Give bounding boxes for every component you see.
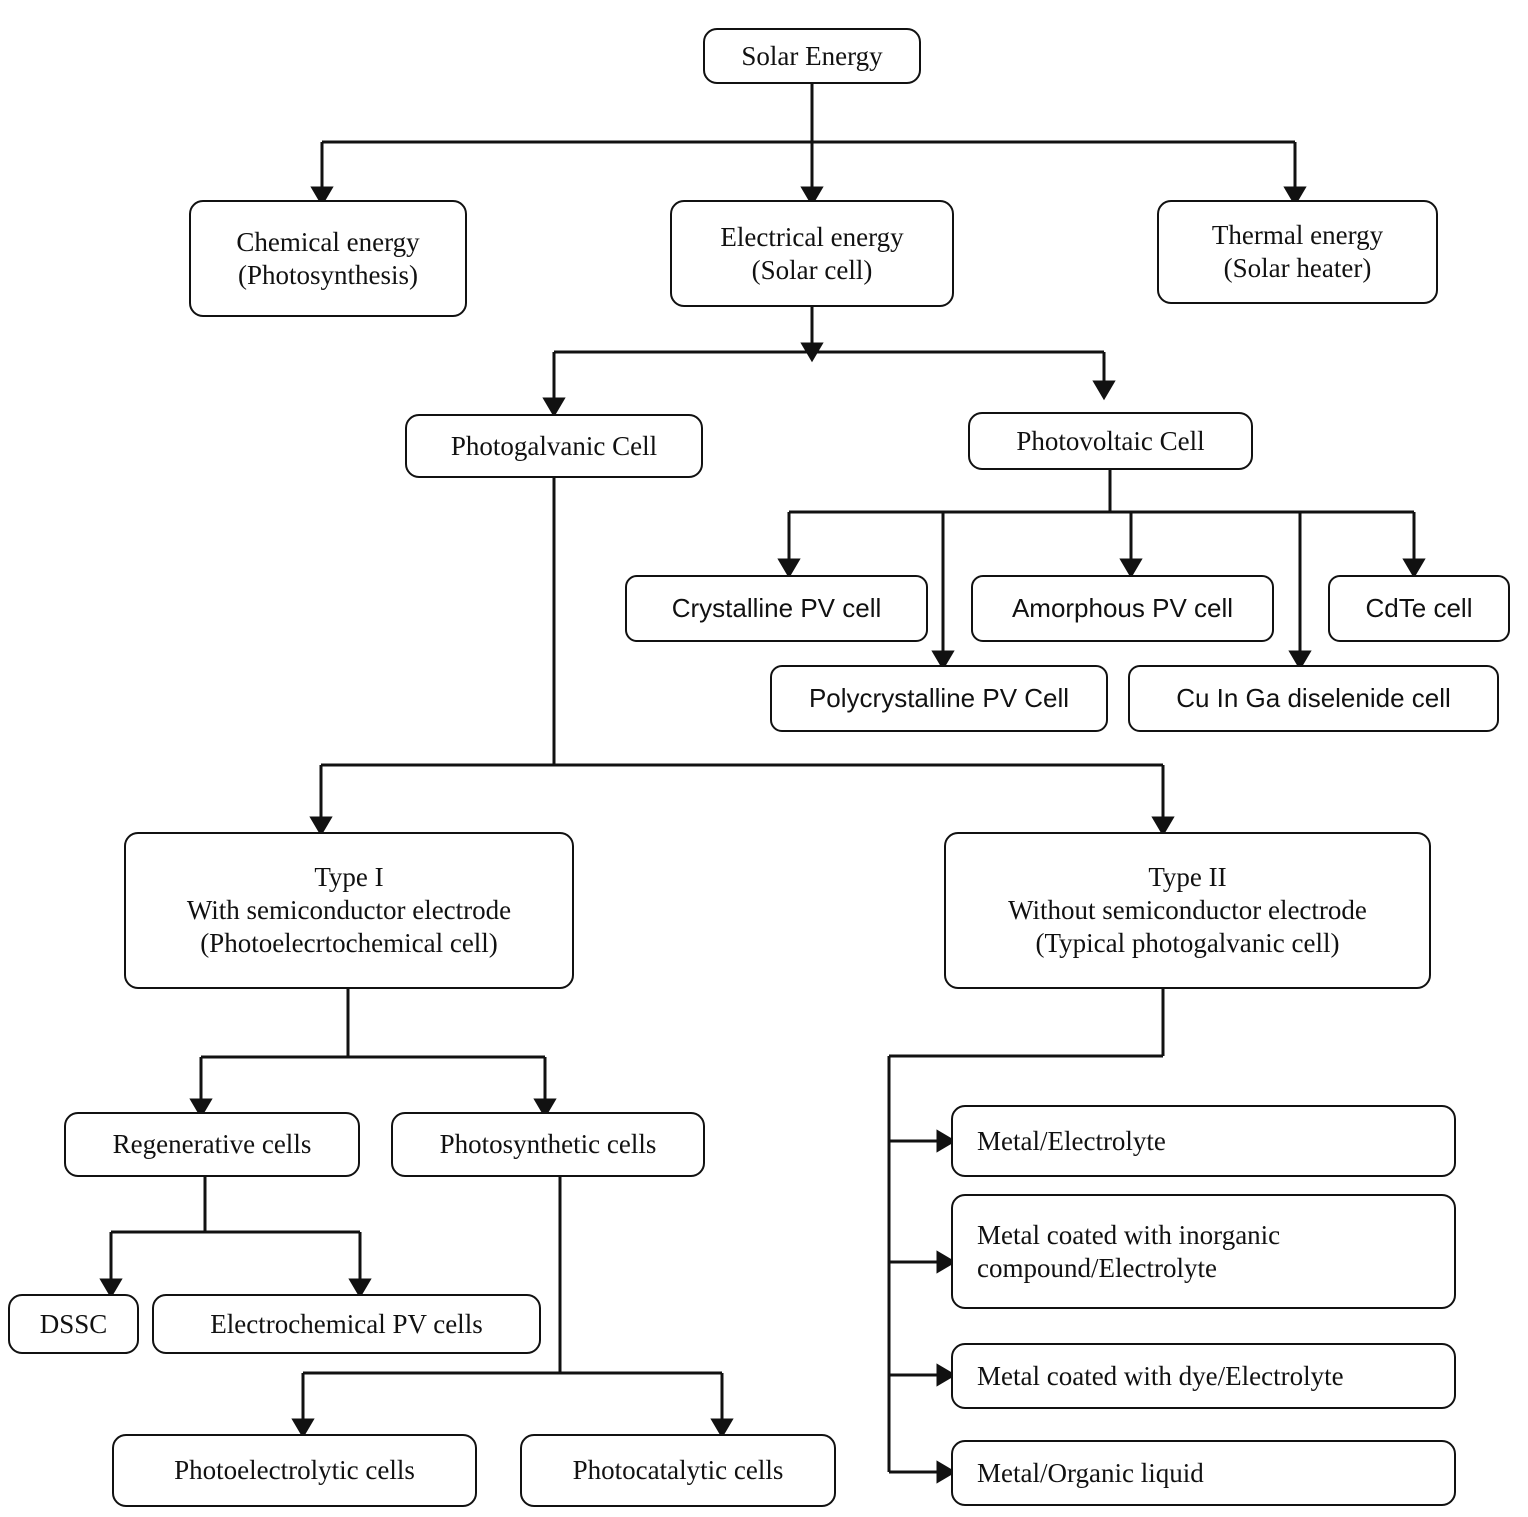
- node-photogalvanic-cell[interactable]: Photogalvanic Cell: [405, 414, 703, 478]
- node-solar-energy[interactable]: Solar Energy: [703, 28, 921, 84]
- node-chemical-energy-line1: Chemical energy: [236, 226, 420, 257]
- node-polycrystalline-pv-cell-label: Polycrystalline PV Cell: [808, 682, 1070, 713]
- node-thermal-energy-line2: (Solar heater): [1223, 253, 1372, 283]
- node-crystalline-pv-cell-label: Crystalline PV cell: [671, 592, 882, 623]
- node-regenerative-cells[interactable]: Regenerative cells: [64, 1112, 360, 1177]
- node-solar-energy-label: Solar Energy: [741, 40, 883, 71]
- node-electrical-energy-line1: Electrical energy: [720, 221, 904, 252]
- node-electrochemical-pv-cells[interactable]: Electrochemical PV cells: [152, 1294, 541, 1354]
- node-type-ii-line1: Type II: [1148, 862, 1227, 893]
- node-photocatalytic-cells-label: Photocatalytic cells: [572, 1455, 784, 1486]
- node-type-i-line2: With semiconductor electrode: [186, 895, 512, 926]
- node-dssc-label: DSSC: [39, 1308, 108, 1339]
- node-type-i-line3: (Photoelecrtochemical cell): [200, 927, 498, 958]
- node-photosynthetic-cells-label: Photosynthetic cells: [439, 1129, 657, 1160]
- node-cdte-cell-label: CdTe cell: [1365, 592, 1473, 623]
- node-amorphous-pv-cell[interactable]: Amorphous PV cell: [971, 575, 1274, 642]
- node-metal-coated-dye-label: Metal coated with dye/Electrolyte: [977, 1360, 1344, 1391]
- node-metal-coated-inorganic-line2: compound/Electrolyte: [977, 1252, 1217, 1283]
- node-metal-organic-liquid[interactable]: Metal/Organic liquid: [951, 1440, 1456, 1506]
- node-electrical-energy-line2: (Solar cell): [751, 254, 873, 285]
- node-type-i-line1: Type I: [314, 862, 384, 893]
- node-photovoltaic-cell[interactable]: Photovoltaic Cell: [968, 412, 1253, 470]
- node-metal-coated-inorganic[interactable]: Metal coated with inorganic compound/Ele…: [951, 1194, 1456, 1309]
- node-type-ii-line3: (Typical photogalvanic cell): [1035, 927, 1340, 958]
- node-photocatalytic-cells[interactable]: Photocatalytic cells: [520, 1434, 836, 1507]
- node-cigs-cell[interactable]: Cu In Ga diselenide cell: [1128, 665, 1499, 732]
- node-thermal-energy-line1: Thermal energy: [1211, 220, 1384, 251]
- node-metal-coated-inorganic-line1: Metal coated with inorganic: [977, 1219, 1281, 1250]
- node-cigs-cell-label: Cu In Ga diselenide cell: [1176, 682, 1451, 713]
- node-metal-coated-dye[interactable]: Metal coated with dye/Electrolyte: [951, 1343, 1456, 1409]
- node-metal-organic-liquid-label: Metal/Organic liquid: [977, 1457, 1204, 1488]
- node-photoelectrolytic-cells[interactable]: Photoelectrolytic cells: [112, 1434, 477, 1507]
- node-amorphous-pv-cell-label: Amorphous PV cell: [1011, 592, 1234, 623]
- node-chemical-energy-line2: (Photosynthesis): [237, 259, 418, 290]
- node-electrochemical-pv-cells-label: Electrochemical PV cells: [210, 1308, 483, 1339]
- node-thermal-energy[interactable]: Thermal energy (Solar heater): [1157, 200, 1438, 304]
- node-photosynthetic-cells[interactable]: Photosynthetic cells: [391, 1112, 705, 1177]
- node-photoelectrolytic-cells-label: Photoelectrolytic cells: [174, 1455, 415, 1486]
- node-type-ii[interactable]: Type II Without semiconductor electrode …: [944, 832, 1431, 989]
- node-polycrystalline-pv-cell[interactable]: Polycrystalline PV Cell: [770, 665, 1108, 732]
- node-dssc[interactable]: DSSC: [8, 1294, 139, 1354]
- node-electrical-energy[interactable]: Electrical energy (Solar cell): [670, 200, 954, 307]
- node-regenerative-cells-label: Regenerative cells: [112, 1129, 312, 1160]
- node-chemical-energy[interactable]: Chemical energy (Photosynthesis): [189, 200, 467, 317]
- node-type-ii-line2: Without semiconductor electrode: [1008, 895, 1367, 926]
- node-crystalline-pv-cell[interactable]: Crystalline PV cell: [625, 575, 928, 642]
- node-photogalvanic-cell-label: Photogalvanic Cell: [450, 430, 658, 461]
- node-photovoltaic-cell-label: Photovoltaic Cell: [1016, 425, 1205, 456]
- node-type-i[interactable]: Type I With semiconductor electrode (Pho…: [124, 832, 574, 989]
- node-metal-electrolyte[interactable]: Metal/Electrolyte: [951, 1105, 1456, 1177]
- node-metal-electrolyte-label: Metal/Electrolyte: [977, 1125, 1166, 1156]
- node-cdte-cell[interactable]: CdTe cell: [1328, 575, 1510, 642]
